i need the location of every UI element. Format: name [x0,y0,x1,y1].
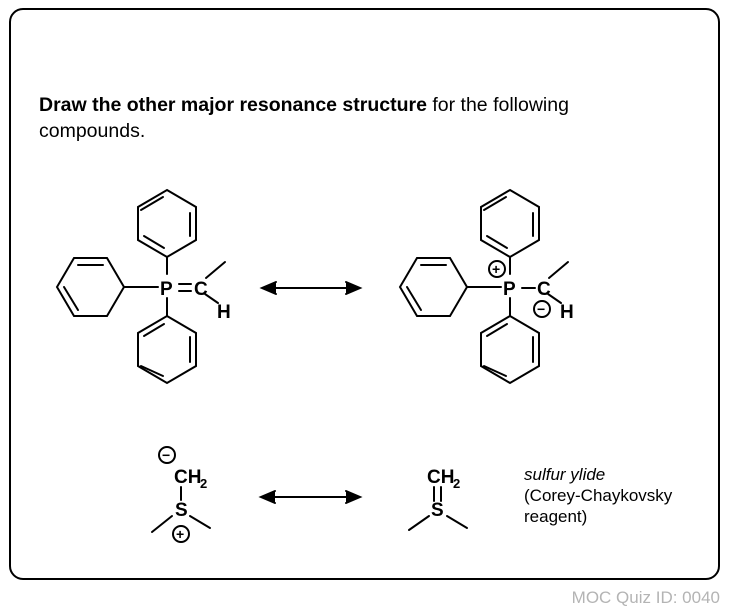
phenyl-ring [480,188,540,259]
ylide-caption: sulfur ylide (Corey-Chaykovsky reagent) [524,464,672,527]
wittig-ylide-right [398,188,569,385]
minus-sign: − [537,301,545,317]
prompt-rest: for the following compounds. [39,94,569,142]
phenyl-ring [137,188,197,259]
atom-ch: CH [174,467,201,488]
positive-charge-circle [172,525,190,543]
phenyl-ring [137,314,197,385]
atom-ch: CH [427,467,454,488]
resonance-arrow-bottom [258,490,363,504]
wittig-ylide-left [55,188,226,385]
atom-phosphorus: P [160,279,173,300]
atom-hydrogen: H [560,302,574,323]
quiz-id-label: MOC Quiz ID: 0040 [571,588,720,607]
negative-charge-circle [533,300,551,318]
prompt-bold: Draw the other major resonance structure [39,94,427,116]
phenyl-ring [55,257,126,317]
question-prompt: Draw the other major resonance structure… [39,92,679,144]
phenyl-ring [480,314,540,385]
plus-sign: + [176,526,184,542]
sulfonium-ylide-left [151,446,211,543]
minus-sign: − [162,447,170,463]
atom-carbon: C [537,279,551,300]
negative-charge-circle [158,446,176,464]
caption-line-1: sulfur ylide [524,465,606,484]
sulfonium-ylide-right [408,486,468,531]
resonance-arrow-top [259,281,363,295]
atom-sulfur: S [431,500,444,521]
atom-phosphorus: P [503,279,516,300]
subscript-two: 2 [453,476,460,491]
caption-line-2: (Corey-Chaykovsky [524,486,673,505]
atom-hydrogen: H [217,302,231,323]
quiz-card [9,8,720,580]
phenyl-ring [398,257,469,317]
positive-charge-circle [488,260,506,278]
caption-line-3: reagent) [524,507,588,526]
atom-carbon: C [194,279,208,300]
atom-sulfur: S [175,500,188,521]
subscript-two: 2 [200,476,207,491]
plus-sign: + [492,261,500,277]
